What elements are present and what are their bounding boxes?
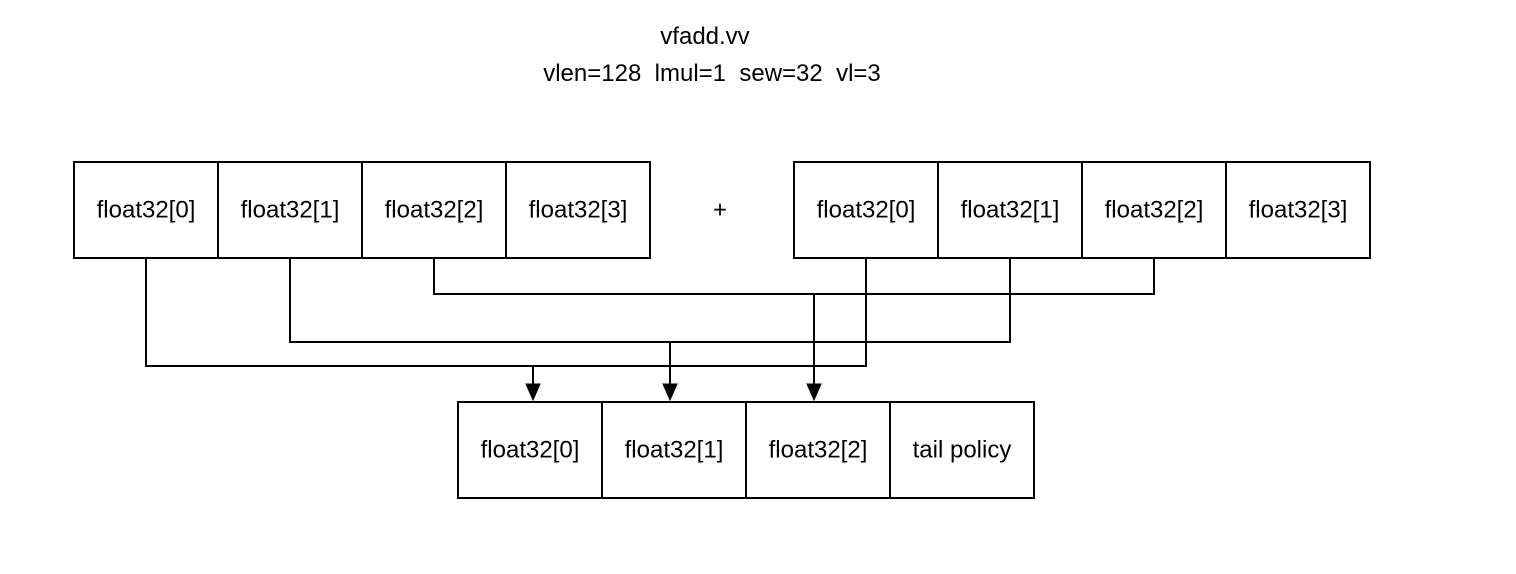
vector-cell [217,161,363,259]
cell-label: float32[1] [625,437,724,464]
tail-cell [889,401,1035,499]
vector-cell [361,161,507,259]
vector-cell [601,401,747,499]
cell-label: float32[0] [817,197,916,224]
vector-cell [457,401,603,499]
wires [145,258,1155,402]
destination-vector: float32[0] float32[1] float32[2] tail po… [457,401,1035,499]
source-vector-a: float32[0] float32[1] float32[2] float32… [73,161,651,259]
tail-policy-label: tail policy [913,437,1012,464]
cell-label: float32[1] [961,197,1060,224]
wire-a1 [289,258,671,384]
vector-cell [937,161,1083,259]
cell-label: float32[2] [1105,197,1204,224]
instruction-label: vfadd.vv [660,23,749,50]
cell-label: float32[2] [769,437,868,464]
wire-b2 [814,258,1155,295]
params-label: vlen=128 lmul=1 sew=32 vl=3 [543,60,881,87]
vector-cell [793,161,939,259]
cell-label: float32[2] [385,197,484,224]
cell-label: float32[0] [97,197,196,224]
vector-cell [73,161,219,259]
arrowhead-d2 [806,383,822,402]
plus-operator: + [713,197,727,224]
source-vector-b: float32[0] float32[1] float32[2] float32… [793,161,1371,259]
cell-label: float32[3] [529,197,628,224]
vector-cell [1225,161,1371,259]
arrowhead-d1 [662,383,678,402]
wire-a2 [433,258,815,384]
vector-cell [745,401,891,499]
cell-label: float32[0] [481,437,580,464]
vector-cell [505,161,651,259]
wire-b1 [670,258,1011,343]
wire-a0 [145,258,534,384]
cell-label: float32[3] [1249,197,1348,224]
diagram-title: vfadd.vv vlen=128 lmul=1 sew=32 vl=3 [543,23,881,87]
wire-b0 [533,258,867,367]
cell-label: float32[1] [241,197,340,224]
arrowhead-d0 [525,383,541,402]
